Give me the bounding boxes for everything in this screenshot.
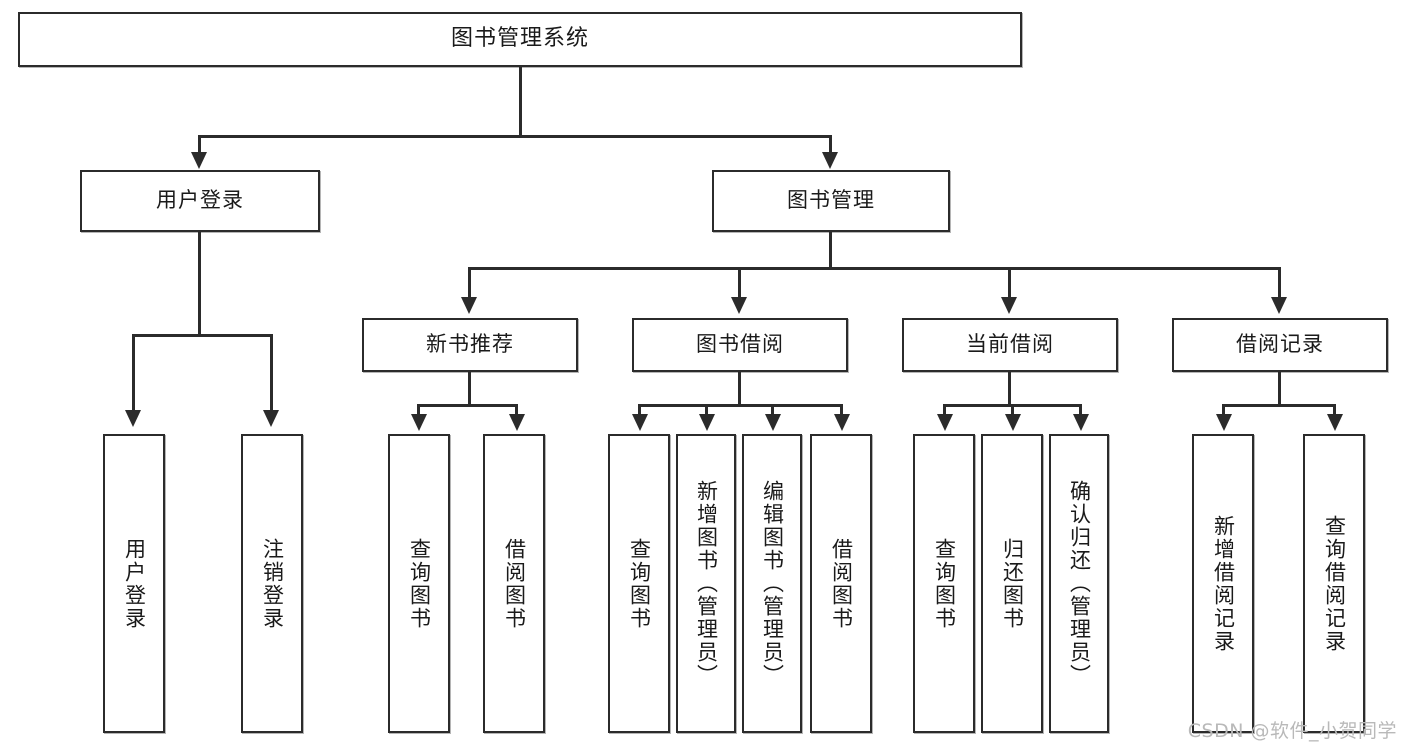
arrow-leaf-bb-edit <box>765 414 781 431</box>
arrow-leaf-cb-confirm <box>1073 414 1089 431</box>
connector-drop-leaf-br-search <box>1333 404 1336 416</box>
arrow-book-borrow <box>731 297 747 314</box>
leaf-br-search-record[interactable]: 查询借阅记录 <box>1303 434 1365 733</box>
connector-drop-borrow-record <box>1278 267 1281 299</box>
arrow-leaf-br-search <box>1327 414 1343 431</box>
node-label: 编辑图书（管理员） <box>760 480 785 687</box>
connector-drop-book-manage <box>829 135 832 155</box>
node-current-borrow[interactable]: 当前借阅 <box>902 318 1118 372</box>
connector-drop-leaf-cb-search <box>943 404 946 416</box>
node-label: 确认归还（管理员） <box>1067 480 1092 687</box>
node-label: 图书管理 <box>787 188 875 213</box>
node-borrow-record[interactable]: 借阅记录 <box>1172 318 1388 372</box>
arrow-new-book <box>461 297 477 314</box>
connector-drop-leaf-user-login <box>132 334 135 412</box>
connector-user-login-bus <box>132 334 270 337</box>
node-label: 借阅记录 <box>1236 332 1324 357</box>
node-label: 归还图书 <box>1000 537 1025 630</box>
node-label: 当前借阅 <box>966 332 1054 357</box>
node-book-manage[interactable]: 图书管理 <box>712 170 950 232</box>
arrow-user-login <box>191 152 207 169</box>
arrow-leaf-bb-add <box>699 414 715 431</box>
connector-user-login-stem <box>198 232 201 336</box>
node-label: 图书管理系统 <box>450 26 589 52</box>
connector-level2-bus <box>198 135 832 138</box>
node-label: 新增图书（管理员） <box>694 480 719 687</box>
connector-drop-leaf-br-add <box>1222 404 1225 416</box>
arrow-leaf-cb-return <box>1005 414 1021 431</box>
connector-root-stem <box>519 67 522 137</box>
node-new-book-recommend[interactable]: 新书推荐 <box>362 318 578 372</box>
node-label: 借阅图书 <box>502 537 527 630</box>
node-book-borrow[interactable]: 图书借阅 <box>632 318 848 372</box>
connector-drop-leaf-logout <box>270 334 273 412</box>
connector-drop-leaf-cb-confirm <box>1079 404 1082 416</box>
connector-drop-book-borrow <box>738 267 741 299</box>
node-label: 借阅图书 <box>829 537 854 630</box>
connector-level3-bus <box>468 267 1280 270</box>
leaf-cb-return-book[interactable]: 归还图书 <box>981 434 1043 733</box>
connector-drop-leaf-nb-search <box>417 404 420 416</box>
arrow-leaf-bb-borrow <box>834 414 850 431</box>
arrow-leaf-nb-borrow <box>509 414 525 431</box>
leaf-bb-add-book-admin[interactable]: 新增图书（管理员） <box>676 434 736 733</box>
connector-book-borrow-stem <box>738 372 741 406</box>
connector-drop-leaf-cb-return <box>1011 404 1014 416</box>
node-root-system[interactable]: 图书管理系统 <box>18 12 1022 67</box>
node-label: 查询图书 <box>407 537 432 630</box>
connector-current-borrow-stem <box>1008 372 1011 406</box>
node-label: 用户登录 <box>156 188 244 213</box>
arrow-leaf-cb-search <box>937 414 953 431</box>
arrow-current-borrow <box>1001 297 1017 314</box>
connector-borrow-record-bus <box>1222 404 1336 407</box>
connector-borrow-record-stem <box>1278 372 1281 406</box>
node-label: 新增借阅记录 <box>1211 514 1236 653</box>
leaf-user-login[interactable]: 用户登录 <box>103 434 165 733</box>
leaf-cb-search-book[interactable]: 查询图书 <box>913 434 975 733</box>
arrow-book-manage <box>822 152 838 169</box>
connector-drop-leaf-bb-edit <box>771 404 774 416</box>
node-user-login[interactable]: 用户登录 <box>80 170 320 232</box>
leaf-cb-confirm-return-admin[interactable]: 确认归还（管理员） <box>1049 434 1109 733</box>
leaf-nb-borrow-book[interactable]: 借阅图书 <box>483 434 545 733</box>
arrow-leaf-bb-search <box>632 414 648 431</box>
connector-drop-leaf-bb-search <box>638 404 641 416</box>
leaf-bb-edit-book-admin[interactable]: 编辑图书（管理员） <box>742 434 802 733</box>
arrow-leaf-logout <box>263 410 279 427</box>
connector-drop-leaf-nb-borrow <box>515 404 518 416</box>
connector-drop-user-login <box>198 135 201 155</box>
node-label: 查询借阅记录 <box>1322 514 1347 653</box>
connector-new-book-stem <box>468 372 471 406</box>
connector-book-manage-stem <box>829 232 832 270</box>
node-label: 查询图书 <box>627 537 652 630</box>
arrow-leaf-br-add <box>1216 414 1232 431</box>
connector-new-book-bus <box>417 404 518 407</box>
node-label: 注销登录 <box>260 537 285 630</box>
leaf-nb-search-book[interactable]: 查询图书 <box>388 434 450 733</box>
connector-drop-new-book <box>468 267 471 299</box>
leaf-bb-borrow-book[interactable]: 借阅图书 <box>810 434 872 733</box>
leaf-logout[interactable]: 注销登录 <box>241 434 303 733</box>
node-label: 图书借阅 <box>696 332 784 357</box>
connector-book-borrow-bus <box>638 404 842 407</box>
node-label: 用户登录 <box>122 537 147 630</box>
arrow-leaf-nb-search <box>411 414 427 431</box>
connector-drop-current-borrow <box>1008 267 1011 299</box>
arrow-borrow-record <box>1271 297 1287 314</box>
leaf-bb-search-book[interactable]: 查询图书 <box>608 434 670 733</box>
node-label: 查询图书 <box>932 537 957 630</box>
connector-drop-leaf-bb-add <box>705 404 708 416</box>
arrow-leaf-user-login <box>125 410 141 427</box>
connector-drop-leaf-bb-borrow <box>840 404 843 416</box>
leaf-br-add-record[interactable]: 新增借阅记录 <box>1192 434 1254 733</box>
node-label: 新书推荐 <box>426 332 514 357</box>
